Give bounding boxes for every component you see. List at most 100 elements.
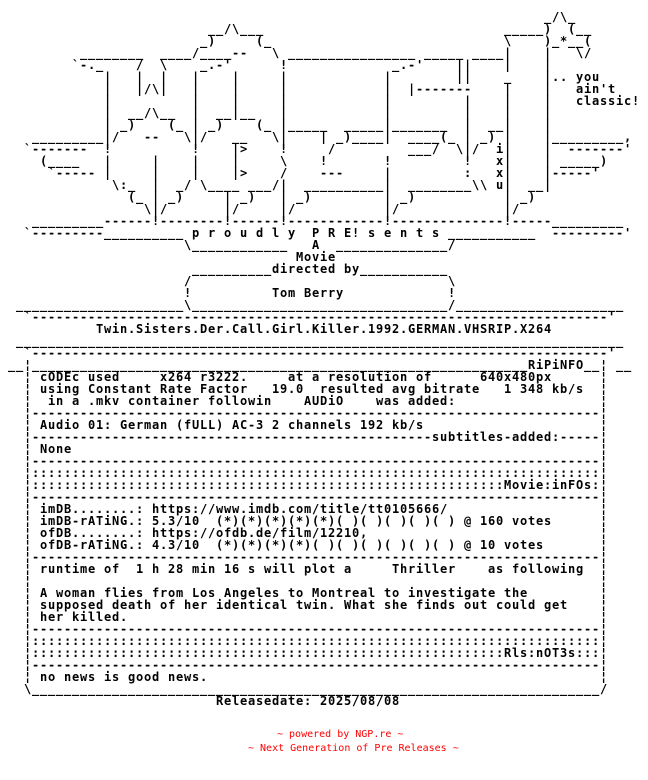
subtitles-header: ¦---------------------------------------… xyxy=(0,431,648,443)
credit-a: A xyxy=(312,238,321,252)
art-row: _) (_ \ )_*__( xyxy=(0,35,648,47)
frame-art: `---------------------------------------… xyxy=(0,310,617,324)
plot-text: her killed. xyxy=(40,610,129,624)
frame-art: __________ ___________ xyxy=(0,262,449,276)
art-row: _________------!--------!------!--------… xyxy=(0,215,648,227)
box-border: ¦ ¦ xyxy=(0,502,609,516)
divider: ¦---------------------------------------… xyxy=(0,491,648,503)
logo-art: (_ | _) | _) | _) | _) | _) xyxy=(0,190,537,204)
art-row: (_ | _) | _) | _) | _) | _) xyxy=(0,191,648,203)
divider: ¦---------------------------------------… xyxy=(0,551,648,563)
box-border: ¦ ¦ xyxy=(0,670,609,684)
imdb-rating-label: imDB-rATiNG.: xyxy=(40,514,145,528)
directed-row: __________ ___________directed by xyxy=(0,263,648,275)
art-row: \|/ |/ |/ |/ |/ xyxy=(0,203,648,215)
box-border: ¦ ¦ xyxy=(0,610,609,624)
logo-art: (____ | | | | \ ! ! ! x| | _____) xyxy=(0,154,609,168)
subtitles-row: ¦ ¦None xyxy=(0,443,648,455)
logo-art: `-._ / \ _.-' ! _.-' || | | xyxy=(0,58,553,72)
art-row: | __/\__ | __|__ | | | | | xyxy=(0,107,648,119)
logo-art: \:_ | _/ \____ ___/| __________| _______… xyxy=(0,178,553,192)
art-row: | _) (_ | _) (_ |_____ _____|_______ | _… xyxy=(0,119,648,131)
runtime-value: 1 h 28 min 16 s xyxy=(136,562,257,576)
logo-art: `---------__________ ___________ -------… xyxy=(0,226,633,240)
frame-art: \____________ ______________/ xyxy=(0,238,457,252)
notes-header: ¦:::::::::::::::::::::::::::::::::::::::… xyxy=(0,647,648,659)
box-border: ¦ ¦ xyxy=(0,442,609,456)
ofdb-link[interactable]: https://ofdb.de/film/12210, xyxy=(152,526,369,540)
art-row: | | | | | | | | classic! xyxy=(0,95,648,107)
box-divider: ¦---------------------------------------… xyxy=(0,406,609,420)
movie-info-title: Movie:inFOs: xyxy=(504,478,601,492)
art-row: \:_ | _/ \____ ___/| __________| _______… xyxy=(0,179,648,191)
box-border: __¦_____________________________________… xyxy=(0,358,633,372)
art-row: __/\___ _____) (__ xyxy=(0,23,648,35)
imdb-link[interactable]: https://www.imdb.com/title/tt0105666/ xyxy=(152,502,449,516)
logo-art: | _) (_ | _) (_ |_____ _____|_______ | _… xyxy=(0,118,553,132)
art-row: `----- | | | |> / --- | : x| |-----' xyxy=(0,167,648,179)
runtime-prefix: runtime of xyxy=(40,562,121,576)
codec-label: cODEc used xyxy=(40,370,121,384)
logo-art: \|/ |/ |/ |/ |/ xyxy=(0,202,521,216)
divider: ¦---------------------------------------… xyxy=(0,407,648,419)
imdb-row: ¦ ¦ imDB........: https://www.imdb.com/t… xyxy=(0,503,648,515)
footer-tagline: ~ Next Generation of Pre Releases ~ xyxy=(248,743,459,754)
credit-movie: Movie xyxy=(296,250,337,264)
box-divider: ¦---------------------------------------… xyxy=(0,550,609,564)
divider: ¦---------------------------------------… xyxy=(0,623,648,635)
box-border: ¦ ¦ xyxy=(0,514,609,528)
box-border: ¦ ¦ xyxy=(0,586,609,600)
box-divider: ¦---------------------------------------… xyxy=(0,454,609,468)
box-border: ¦ ¦ xyxy=(0,598,609,612)
box-border: ¦ ¦ xyxy=(0,370,609,384)
box-divider: ¦:::::::::::::::::::::::::::::::::::::::… xyxy=(0,646,609,660)
subtitles-value: None xyxy=(40,442,73,456)
crf-label: using Constant Rate Factor xyxy=(40,382,249,396)
subtitles-label: subtitles-added: xyxy=(432,430,561,444)
director-row: ! !Tom Berry xyxy=(0,287,648,299)
plot-line: ¦ ¦A woman flies from Los Angeles to Mon… xyxy=(0,587,648,599)
ofdb-row: ¦ ¦ ofDB........: https://ofdb.de/film/1… xyxy=(0,527,648,539)
logo-art: `----- | | | |> / --- | : x| |-----' xyxy=(0,166,601,180)
movie-info-header: ¦:::::::::::::::::::::::::::::::::::::::… xyxy=(0,479,648,491)
divider: ¦---------------------------------------… xyxy=(0,455,648,467)
plot-suffix: as following xyxy=(488,562,585,576)
imdb-stars: (*)(*)(*)(*)(*)( )( )( )( )( ) xyxy=(216,514,457,528)
logo-art: __/\___ _____) (__ xyxy=(0,22,593,36)
box-border: ¦ ¦ xyxy=(0,526,609,540)
art-row: (____ | | | | \ ! ! ! x| | _____) xyxy=(0,155,648,167)
box-border: `---------------------------------------… xyxy=(0,346,617,360)
added-text: was added: xyxy=(376,394,457,408)
box-border: ¦ ¦ xyxy=(0,538,609,552)
proudly-presents: p r o u d l y P R E! s e n t s xyxy=(192,226,441,240)
audio-track: Audio 01: German (fULL) AC-3 2 channels … xyxy=(40,418,425,432)
colon-divider: ¦:::::::::::::::::::::::::::::::::::::::… xyxy=(0,635,648,647)
ofdb-rating-label: ofDB-rATiNG.: xyxy=(40,538,145,552)
box-border: \_______________________________________… xyxy=(0,682,609,696)
box-top: ________________________________________… xyxy=(0,335,648,347)
blank-row: ¦ ¦ xyxy=(0,575,648,587)
art-row: `-._ / \ _.-' ! _.-' || | | xyxy=(0,59,648,71)
frame-art: _____________________\__________________… xyxy=(0,298,625,312)
plot-text: supposed death of her identical twin. Wh… xyxy=(40,598,569,612)
bitrate-label: resulted avg bitrate xyxy=(320,382,481,396)
crf-row: ¦ ¦ using Constant Rate Factor 19.0 resu… xyxy=(0,383,648,395)
powered-by-link[interactable]: ~ powered by NGP.re ~ xyxy=(277,729,404,740)
directed-by-label: directed by xyxy=(272,262,361,276)
logo-art: `------- ! ! |> ! / ___/ \|/ i| | ------… xyxy=(0,142,633,156)
logo-art: _/\_ xyxy=(0,10,577,24)
box-border: ¦ ¦ xyxy=(0,574,609,588)
box-divider: ¦:::::::::::::::::::::::::::::::::::::::… xyxy=(0,634,609,648)
logo-art: | |/\| | | | | |------- | | ain't xyxy=(0,82,617,96)
imdb-rating: 5.3/10 xyxy=(152,514,201,528)
ofdb-label: ofDB........: xyxy=(40,526,145,540)
release-date-row: Releasedate: 2025/08/08 xyxy=(0,695,648,707)
plot-text: A woman flies from Los Angeles to Montre… xyxy=(40,586,529,600)
director-name: Tom Berry xyxy=(272,286,345,300)
logo-art: _________|/ -- \|/ __ \| | _)____| ____(… xyxy=(0,130,633,144)
art-row: `------- ! ! |> ! / ___/ \|/ i| | ------… xyxy=(0,143,648,155)
colon-divider: ¦:::::::::::::::::::::::::::::::::::::::… xyxy=(0,467,648,479)
imdb-rating-row: ¦ ¦ imDB-rATiNG.: 5.3/10 (*)(*)(*)(*)(*)… xyxy=(0,515,648,527)
ofdb-votes: @ 10 votes xyxy=(464,538,545,552)
release-name: Twin.Sisters.Der.Call.Girl.Killer.1992.G… xyxy=(96,322,553,336)
